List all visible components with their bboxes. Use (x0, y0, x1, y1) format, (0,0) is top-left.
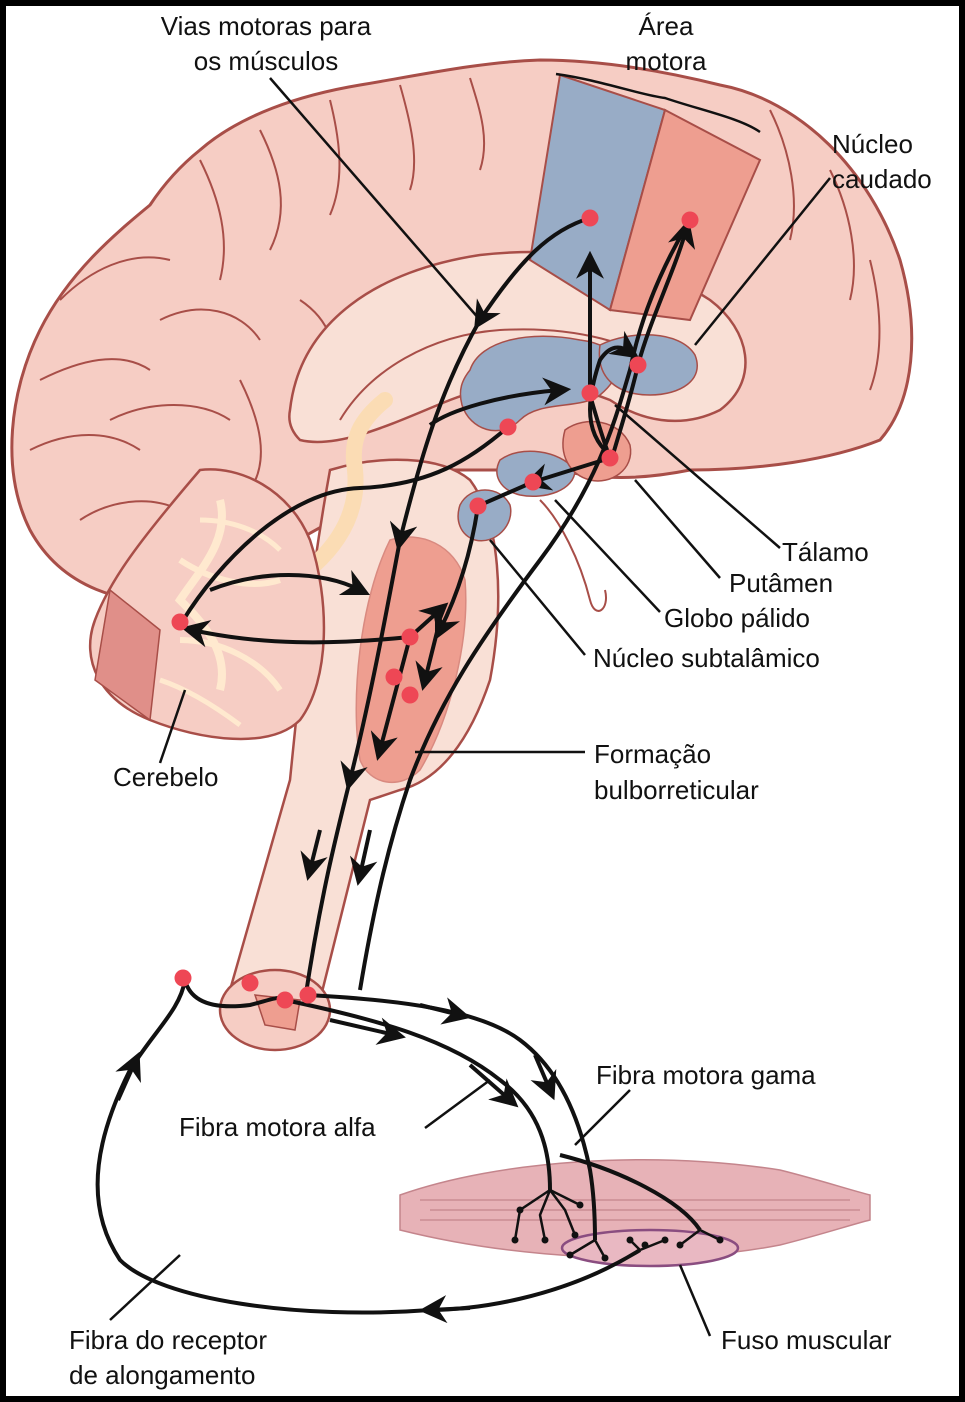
neuron-cord-3 (299, 986, 317, 1004)
reticular-to-cerebellum (181, 619, 411, 648)
neuron-reticular-3 (401, 686, 419, 704)
leader-vias (269, 77, 481, 321)
neuron-cord-1 (241, 974, 259, 992)
pathways (95, 216, 702, 1324)
leader-lines (109, 77, 831, 1337)
cord-arrow-1 (300, 829, 328, 881)
leader-caudado (694, 177, 831, 346)
cortex-descending-left (303, 216, 591, 1001)
label-cerebelo: Cerebelo (113, 762, 219, 792)
leader-subtalamico (489, 539, 586, 656)
leader-talamo (614, 404, 781, 549)
leader-gama (574, 1089, 631, 1146)
striatum-arrow (428, 377, 572, 427)
leader-globo (554, 499, 661, 613)
leader-alfa (424, 1078, 491, 1130)
leader-cerebelo (158, 689, 187, 764)
gamma-branch (559, 1153, 702, 1232)
label-vias-line2: os músculos (193, 46, 339, 76)
gamma-arrow-2 (530, 1054, 557, 1101)
label-putamen: Putâmen (729, 568, 834, 598)
neuron-striatum (499, 418, 517, 436)
neuron-thalamus (601, 449, 619, 467)
gamma-fiber (307, 993, 597, 1241)
label-globo: Globo pálido (664, 603, 810, 633)
gamma-arrow-1 (419, 997, 471, 1025)
receptor-arrow-2 (115, 1051, 141, 1101)
label-gama: Fibra motora gama (596, 1060, 816, 1090)
label-fuso: Fuso muscular (721, 1325, 892, 1355)
neuron-dots (171, 209, 699, 1009)
reticular-branch-1 (370, 636, 412, 761)
diagram-canvas: Vias motoras para os músculos Área motor… (6, 6, 959, 1396)
alpha-fiber (284, 998, 552, 1191)
neuron-reticular-1 (401, 628, 419, 646)
label-vias-line1: Vias motoras para (160, 11, 372, 41)
leader-fuso (678, 1264, 712, 1337)
neuron-putamen (581, 384, 599, 402)
cerebellum-to-reticular (209, 569, 371, 596)
label-area-line2: motora (625, 46, 707, 76)
label-alfa: Fibra motora alfa (179, 1112, 376, 1142)
leader-receptor (109, 1254, 181, 1321)
muscle (399, 1159, 871, 1268)
label-talamo: Tálamo (782, 537, 869, 567)
thalamus-loop (588, 330, 640, 457)
label-formacao-line2: bulborreticular (594, 775, 759, 805)
label-caudado-line1: Núcleo (832, 129, 913, 159)
cerebellum (88, 468, 326, 741)
neuron-caudate (629, 356, 647, 374)
neuron-subthalamic (469, 497, 487, 515)
label-subtalamico: Núcleo subtalâmico (593, 643, 820, 673)
label-caudado-line2: caudado (832, 164, 932, 194)
diagram-svg (10, 58, 914, 1337)
cord-arrow-2 (349, 829, 378, 886)
neuron-cerebellum (171, 613, 189, 631)
reticular-branch-3 (415, 619, 443, 691)
arrow-to-cortex-2 (636, 219, 696, 366)
to-cerebellum (180, 425, 510, 624)
neuron-motor-blue (581, 209, 599, 227)
alpha-arrow-1 (329, 1017, 406, 1045)
neuron-cord-2 (276, 991, 294, 1009)
neuron-globus-pallidus (524, 473, 542, 491)
label-receptor-line2: de alongamento (69, 1360, 256, 1390)
alpha-arrow-2 (468, 1063, 519, 1108)
gp-to-stn (477, 480, 534, 508)
neuron-receptor (174, 969, 192, 987)
label-area-line1: Área (638, 11, 694, 41)
label-receptor-line1: Fibra do receptor (69, 1325, 267, 1355)
endplate-terminals (511, 1201, 724, 1262)
label-formacao-line1: Formação (594, 739, 712, 769)
neuron-reticular-2 (385, 668, 403, 686)
leader-putamen (634, 479, 721, 579)
neuron-motor-red (681, 211, 699, 229)
thalamus-to-gp (522, 456, 611, 491)
receptor-arrow-1 (418, 1295, 471, 1324)
